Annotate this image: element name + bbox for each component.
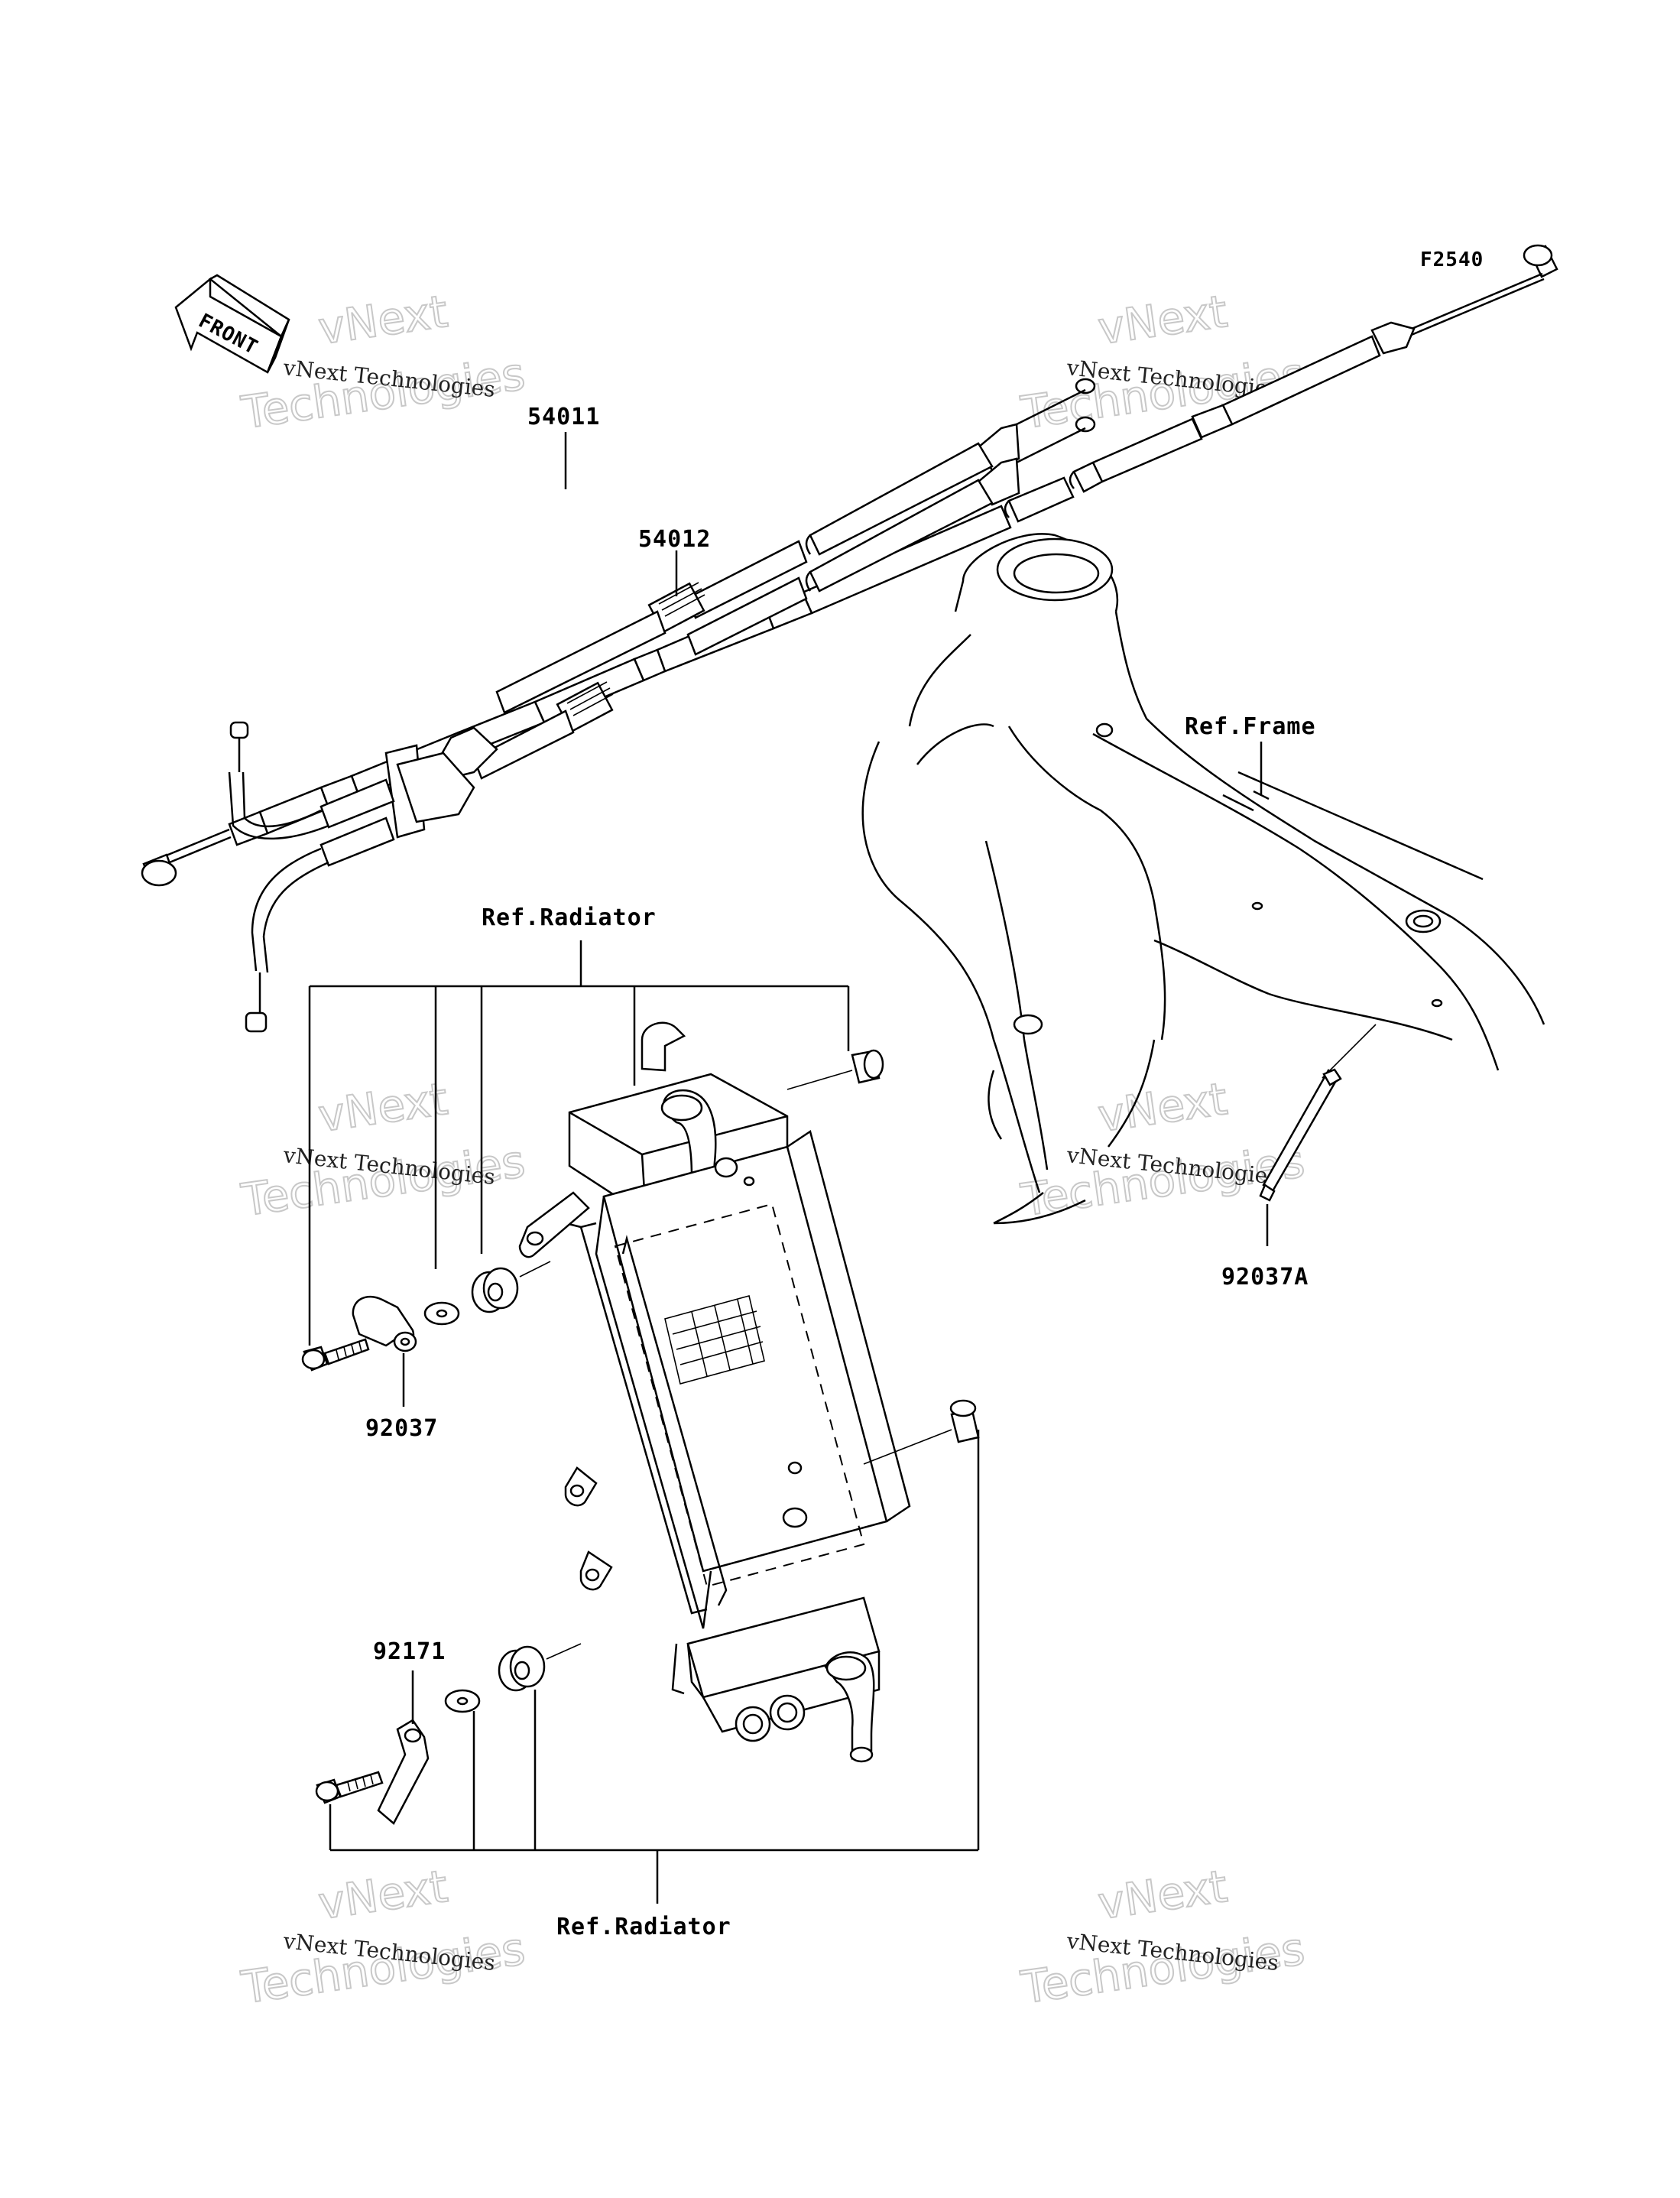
pin-92037a — [1259, 1024, 1377, 1246]
bracket-92171 — [377, 1670, 430, 1825]
label-ref-frame: Ref.Frame — [1185, 713, 1316, 740]
clamp-92037 — [352, 1295, 417, 1407]
leader-ref-radiator-bottom — [330, 1849, 978, 1904]
frame-head-tube — [861, 533, 1545, 1225]
upper-washer — [423, 1301, 460, 1326]
throttle-cable-54012 — [228, 378, 1096, 1033]
watermark-mid-left: vNext Technologies vNext Technologies — [237, 1072, 528, 1227]
lower-grommet-right — [863, 1399, 980, 1850]
label-ref-radiator-top: Ref.Radiator — [482, 904, 657, 931]
label-92037a: 92037A — [1221, 1264, 1309, 1291]
front-arrow-icon: FRONT — [174, 274, 290, 374]
upper-bolt — [301, 1338, 370, 1372]
label-92171: 92171 — [373, 1638, 446, 1665]
label-54011: 54011 — [527, 404, 600, 430]
radiator — [518, 1021, 911, 1763]
svg-text:vNext: vNext — [315, 1860, 450, 1930]
figure-code: F2540 — [1420, 248, 1484, 271]
label-92037: 92037 — [365, 1415, 438, 1442]
watermark-mid-right: vNext Technologies vNext Technologies — [1017, 1072, 1308, 1227]
label-ref-radiator-bottom: Ref.Radiator — [556, 1914, 731, 1940]
svg-text:vNext: vNext — [1095, 1860, 1230, 1930]
svg-text:vNext: vNext — [315, 285, 450, 355]
svg-text:vNext: vNext — [1095, 1073, 1230, 1142]
svg-text:vNext: vNext — [1095, 285, 1230, 355]
upper-grommet-left — [471, 1261, 551, 1313]
svg-text:vNext: vNext — [315, 1073, 450, 1142]
leader-ref-radiator-top — [308, 940, 850, 1346]
watermark-bottom-left: vNext Technologies vNext Technologies — [237, 1859, 528, 2015]
lower-bolt — [315, 1771, 384, 1850]
upper-grommet-right — [786, 1049, 884, 1090]
label-54012: 54012 — [638, 526, 711, 553]
lower-grommet-left — [498, 1643, 582, 1850]
watermark-bottom-right: vNext Technologies vNext Technologies — [1017, 1859, 1308, 2015]
watermark-top-right: vNext Technologies vNext Technologies — [1017, 284, 1308, 440]
watermark-top-left: vNext Technologies vNext Technologies — [237, 284, 528, 440]
lower-washer — [444, 1689, 481, 1850]
